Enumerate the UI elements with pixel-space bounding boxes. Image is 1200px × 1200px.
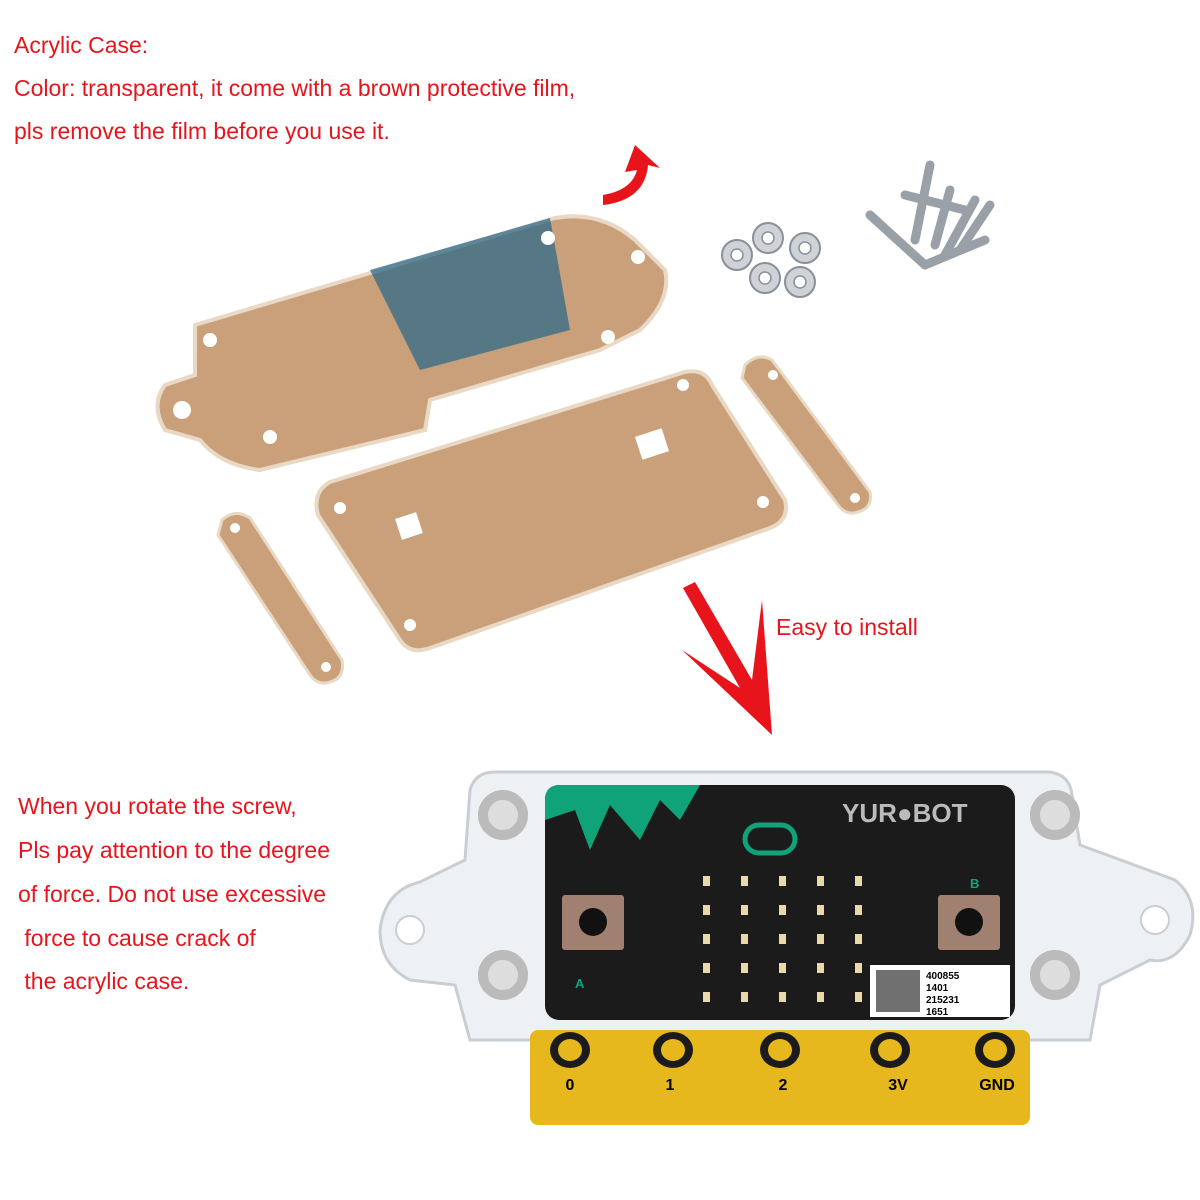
acrylic-side-strip-left [216, 512, 344, 685]
curved-arrow-icon [603, 145, 660, 205]
led [703, 905, 710, 915]
board-brand: YUR●BOT [842, 798, 968, 828]
led [779, 934, 786, 944]
pin-label: GND [979, 1077, 1015, 1094]
led [817, 963, 824, 973]
easy-install-caption: Easy to install [776, 614, 918, 640]
led [855, 934, 862, 944]
led [779, 992, 786, 1002]
led [779, 876, 786, 886]
button-b-label: B [970, 876, 979, 891]
caption-line: Pls pay attention to the degree [18, 837, 330, 863]
caption-line: pls remove the film before you use it. [14, 118, 390, 144]
board-serial-line: 400855 [926, 971, 960, 982]
led [817, 876, 824, 886]
button-a-label: A [575, 976, 585, 991]
caption-line: of force. Do not use excessive [18, 881, 327, 907]
screws [865, 160, 995, 270]
led [817, 905, 824, 915]
led [741, 905, 748, 915]
led [741, 992, 748, 1002]
caption-line: the acrylic case. [18, 968, 190, 994]
board-serial-line: 1651 [926, 1007, 949, 1018]
acrylic-bottom-plate [314, 369, 788, 653]
pin-label: 1 [666, 1077, 675, 1094]
caption-line: Acrylic Case: [14, 32, 149, 58]
caption-line: force to cause crack of [18, 925, 256, 951]
led [703, 992, 710, 1002]
pin-label: 3V [888, 1077, 908, 1094]
led [703, 934, 710, 944]
led [741, 934, 748, 944]
caption-line: When you rotate the screw, [18, 793, 297, 819]
led [703, 963, 710, 973]
led [703, 876, 710, 886]
led [779, 963, 786, 973]
down-arrow-icon [682, 582, 772, 735]
led [855, 992, 862, 1002]
pin-label: 0 [566, 1077, 575, 1094]
nuts [721, 222, 821, 298]
led [817, 934, 824, 944]
led [817, 992, 824, 1002]
pin-label: 2 [779, 1077, 788, 1094]
led-matrix [703, 876, 862, 1002]
led [741, 963, 748, 973]
led [855, 876, 862, 886]
led [779, 905, 786, 915]
acrylic-top-plate [155, 214, 669, 473]
board-serial-line: 1401 [926, 983, 949, 994]
led [855, 905, 862, 915]
acrylic-side-strip-right [740, 355, 872, 515]
assembled-case [378, 770, 1195, 1125]
led [741, 876, 748, 886]
led [855, 963, 862, 973]
caption-line: Color: transparent, it come with a brown… [14, 75, 576, 101]
board-serial-line: 215231 [926, 995, 960, 1006]
